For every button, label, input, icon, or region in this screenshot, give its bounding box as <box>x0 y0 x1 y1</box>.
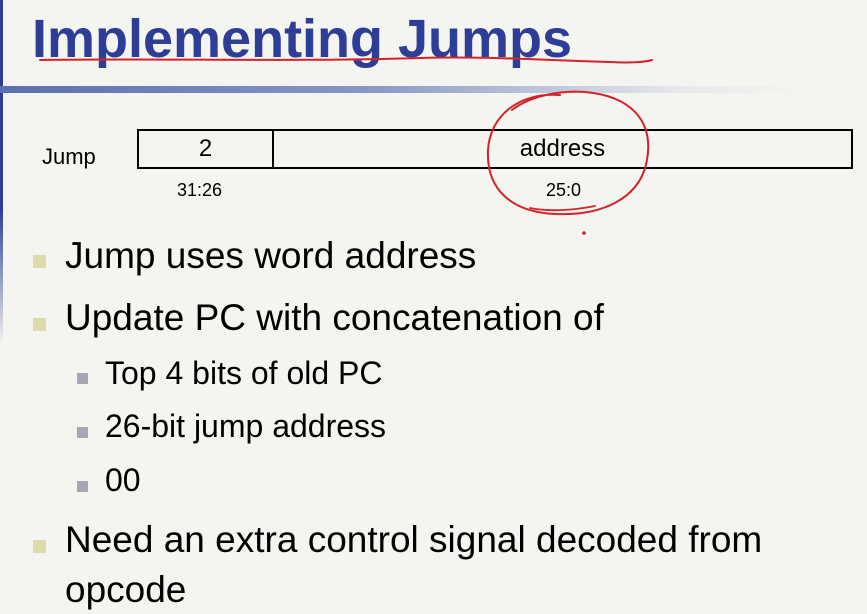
bullet-square-icon <box>33 540 46 553</box>
sub-bullet-square-icon <box>77 373 88 384</box>
sub-bullet-item: 26-bit jump address <box>105 408 387 444</box>
bullet-item: Jump uses word address <box>65 235 477 276</box>
address-bit-range: 25:0 <box>546 180 582 200</box>
instruction-format-box: 2 address <box>137 129 853 169</box>
bullet-square-icon <box>33 255 46 268</box>
slide-title: Implementing Jumps <box>32 9 573 69</box>
sub-bullet-item: Top 4 bits of old PC <box>105 355 383 391</box>
left-accent-bar <box>0 0 3 345</box>
pen-dot <box>582 231 586 235</box>
bullet-square-icon <box>33 318 46 331</box>
format-label: Jump <box>42 144 96 169</box>
bullet-item-line1: Need an extra control signal decoded fro… <box>65 519 763 560</box>
sub-bullet-item: 00 <box>105 462 141 498</box>
address-pen-circle-tail <box>529 205 596 212</box>
sub-bullet-square-icon <box>77 481 88 492</box>
sub-bullet-square-icon <box>77 427 88 438</box>
opcode-bit-range: 31:26 <box>177 180 223 200</box>
opcode-field: 2 <box>139 131 274 167</box>
bullet-item: Update PC with concatenation of <box>65 297 604 338</box>
address-field: address <box>519 135 606 162</box>
bullet-item-line2: opcode <box>65 569 187 610</box>
title-underline-bar <box>0 86 800 93</box>
